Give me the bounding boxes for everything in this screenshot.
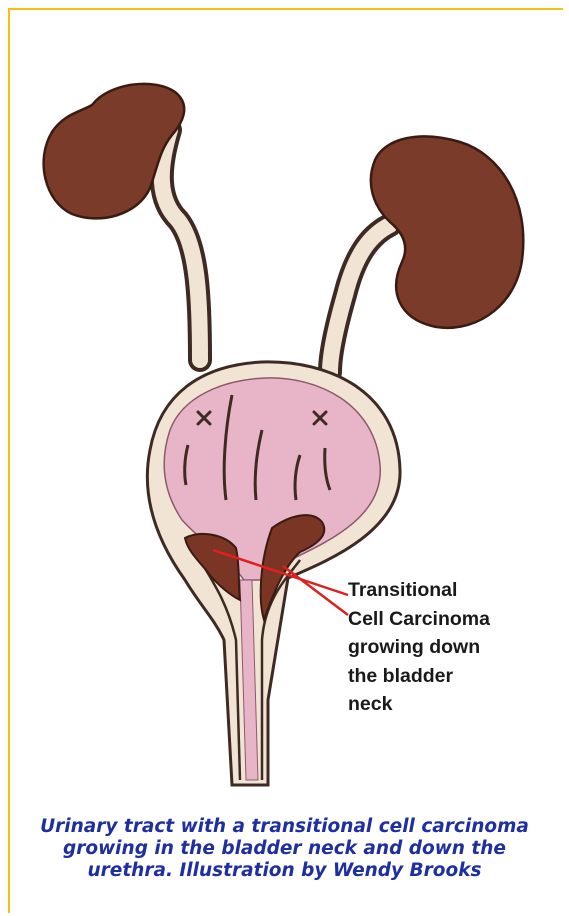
annotation-line-1: Transitional	[348, 576, 563, 605]
right-ureter-inner	[330, 225, 390, 372]
annotation-line-3: growing down	[348, 633, 563, 662]
figure-caption: Urinary tract with a transitional cell c…	[20, 816, 549, 882]
annotation-line-4: the bladder	[348, 662, 563, 691]
annotation-line-5: neck	[348, 690, 563, 719]
tumor-annotation: Transitional Cell Carcinoma growing down…	[348, 576, 563, 719]
annotation-line-2: Cell Carcinoma	[348, 605, 563, 634]
